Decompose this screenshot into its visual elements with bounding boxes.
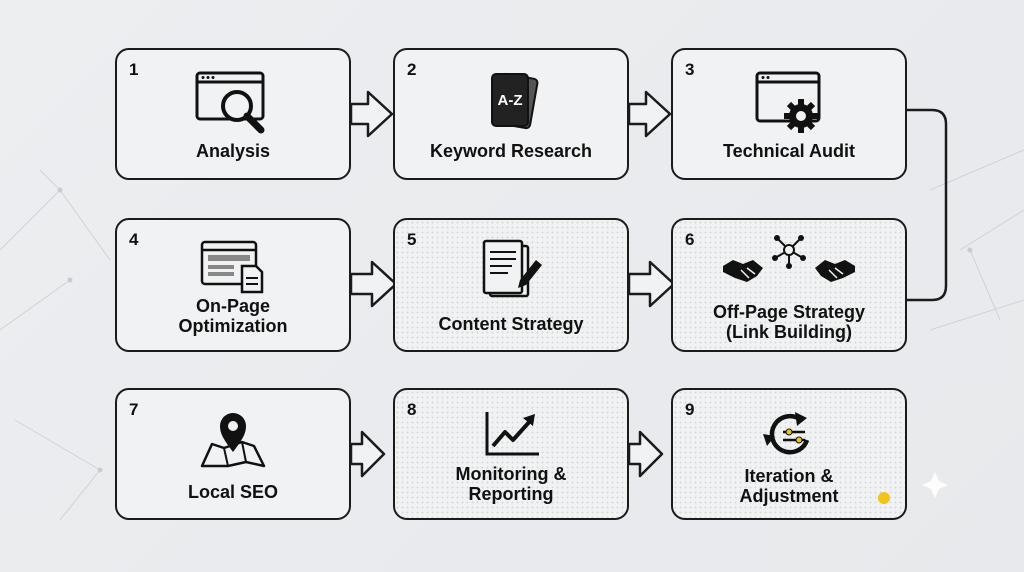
step-number: 7: [129, 400, 139, 419]
step-5-label: Content Strategy: [438, 314, 584, 334]
cycle-adjust-icon: [673, 406, 905, 460]
step-5-box: 5 Content Strategy: [393, 218, 629, 352]
arrow-1-2: [349, 90, 394, 138]
a-z-cards-icon: A-Z: [395, 70, 627, 134]
webpage-document-icon: [117, 240, 349, 296]
step-4-box: 4 On-Page Optimization: [115, 218, 351, 352]
step-7-label: Local SEO: [187, 482, 279, 502]
step-8-label-line-2: Reporting: [468, 484, 554, 504]
a-z-text: A-Z: [498, 92, 523, 109]
step-4-label-line-2: Optimization: [178, 316, 288, 336]
step-number: 8: [407, 400, 417, 419]
map-pin-icon: [117, 408, 349, 470]
step-9-box: 9 Iteration & Adjustment: [671, 388, 907, 520]
step-6-label-line-2: (Link Building): [726, 322, 852, 342]
arrow-7-8: [349, 430, 386, 478]
step-3-box: 3 Technical Audit: [671, 48, 907, 180]
loop-connector-3-6: [907, 108, 948, 302]
step-8-label-line-1: Monitoring &: [455, 464, 567, 484]
magnifier-window-icon: [117, 70, 349, 134]
step-6-box: 6 Off-Page Strategy (Link Building): [671, 218, 907, 352]
yellow-dot-icon: [878, 492, 890, 504]
step-7-box: 7 Local SEO: [115, 388, 351, 520]
step-6-label-line-1: Off-Page Strategy: [712, 302, 866, 322]
step-number: 3: [685, 60, 695, 79]
browser-gear-icon: [673, 70, 905, 134]
step-6-label: Off-Page Strategy (Link Building): [673, 302, 905, 342]
arrow-4-5: [349, 260, 398, 308]
step-number: 5: [407, 230, 417, 249]
arrow-2-3: [627, 90, 672, 138]
step-2-box: 2 A-Z Keyword Research: [393, 48, 629, 180]
step-number: 1: [129, 60, 139, 79]
step-2-label: Keyword Research: [429, 141, 593, 161]
step-number: 2: [407, 60, 417, 79]
step-3-label: Technical Audit: [722, 141, 855, 161]
arrow-5-6: [627, 260, 676, 308]
document-pen-icon: [395, 238, 627, 300]
step-4-label: On-Page Optimization: [117, 296, 349, 336]
step-9-label-line-2: Adjustment: [739, 486, 839, 506]
step-8-box: 8 Monitoring & Reporting: [393, 388, 629, 520]
step-9-label: Iteration & Adjustment: [673, 466, 905, 506]
trend-chart-icon: [395, 408, 627, 460]
step-4-label-line-1: On-Page: [195, 296, 270, 316]
step-number: 9: [685, 400, 695, 419]
step-8-label: Monitoring & Reporting: [395, 464, 627, 504]
handshake-network-icon: [673, 232, 905, 288]
step-number: 6: [685, 230, 695, 249]
arrow-8-9: [627, 430, 664, 478]
step-number: 4: [129, 230, 139, 249]
step-1-label: Analysis: [195, 141, 271, 161]
step-1-box: 1 Analysis: [115, 48, 351, 180]
sparkle-decoration: [922, 472, 948, 498]
step-9-label-line-1: Iteration &: [744, 466, 834, 486]
